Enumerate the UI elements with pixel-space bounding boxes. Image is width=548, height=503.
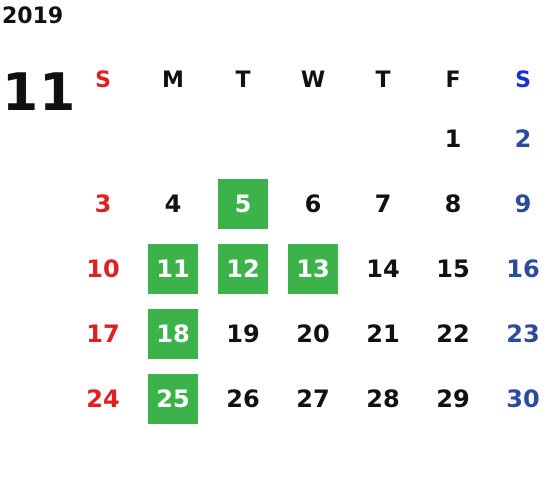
weekday-header: T [375, 68, 391, 93]
month-label: 11 [2, 63, 77, 123]
calendar-day[interactable]: 20 [296, 319, 330, 348]
calendar-day[interactable]: 24 [86, 384, 120, 413]
weekday-header: M [162, 68, 184, 93]
weekday-header: W [300, 68, 326, 93]
calendar-day[interactable]: 16 [506, 254, 540, 283]
calendar-day[interactable]: 3 [94, 189, 112, 218]
calendar-day-highlighted[interactable]: 13 [288, 243, 338, 294]
calendar-day[interactable]: 17 [86, 319, 120, 348]
calendar-day-highlighted[interactable]: 18 [148, 308, 198, 359]
calendar-day[interactable]: 1 [444, 124, 462, 153]
calendar-day[interactable]: 30 [506, 384, 540, 413]
year-label: 2019 [2, 4, 64, 29]
weekday-header: S [95, 68, 111, 93]
calendar-day-highlighted[interactable]: 11 [148, 243, 198, 294]
calendar-day[interactable]: 15 [436, 254, 470, 283]
calendar-day[interactable]: 4 [164, 189, 182, 218]
calendar-day[interactable]: 14 [366, 254, 400, 283]
calendar-day[interactable]: 28 [366, 384, 400, 413]
calendar-day[interactable]: 8 [444, 189, 462, 218]
calendar-day-highlighted[interactable]: 25 [148, 373, 198, 424]
calendar-day[interactable]: 19 [226, 319, 260, 348]
calendar-day-highlighted[interactable]: 12 [218, 243, 268, 294]
weekday-header: S [515, 68, 531, 93]
calendar-day[interactable]: 2 [514, 124, 532, 153]
calendar-day[interactable]: 21 [366, 319, 400, 348]
calendar-day[interactable]: 27 [296, 384, 330, 413]
weekday-header: F [445, 68, 461, 93]
calendar-day[interactable]: 9 [514, 189, 532, 218]
calendar-day[interactable]: 6 [304, 189, 322, 218]
calendar-day[interactable]: 29 [436, 384, 470, 413]
calendar-day[interactable]: 22 [436, 319, 470, 348]
weekday-header: T [235, 68, 251, 93]
calendar-day[interactable]: 23 [506, 319, 540, 348]
calendar-day[interactable]: 10 [86, 254, 120, 283]
calendar-day-highlighted[interactable]: 5 [218, 178, 268, 229]
calendar-day[interactable]: 7 [374, 189, 392, 218]
calendar-day[interactable]: 26 [226, 384, 260, 413]
